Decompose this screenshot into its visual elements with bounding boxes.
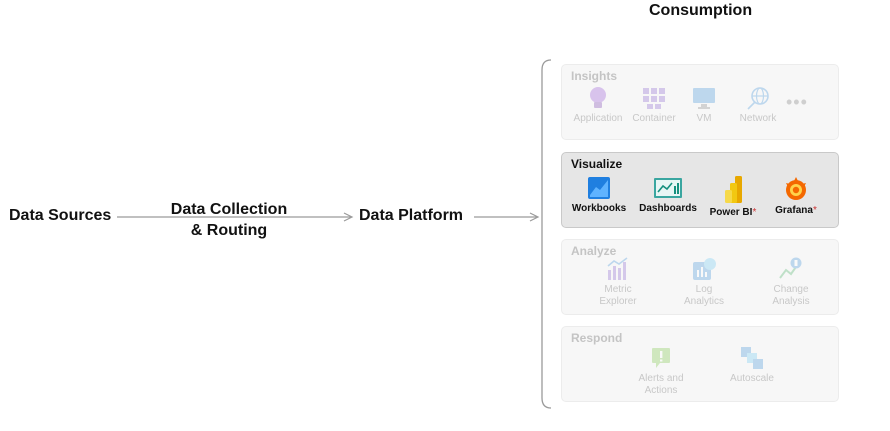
insights-title: Insights: [571, 69, 618, 83]
autoscale-label: Autoscale: [730, 373, 774, 384]
log-analytics-icon: [693, 258, 716, 280]
autoscale-icon: [741, 347, 763, 369]
workbook-icon: [588, 177, 610, 199]
visualize-panel: Visualize Workbooks Dashboards Power BI*: [561, 152, 839, 228]
insights-vm-label: VM: [696, 113, 712, 124]
alerts-actions-line1: Alerts and: [638, 373, 684, 384]
grafana-asterisk: *: [812, 205, 817, 216]
alert-icon: [652, 348, 670, 368]
grafana-label-text: Grafana: [775, 205, 813, 216]
data-collection-line2: & Routing: [190, 222, 268, 239]
visualize-grafana[interactable]: Grafana*: [760, 175, 832, 217]
more-dots-icon[interactable]: •••: [786, 92, 808, 112]
insights-network[interactable]: Network: [722, 85, 794, 125]
grafana-icon: [786, 177, 806, 200]
grafana-label: Grafana*: [760, 205, 832, 217]
visualize-powerbi[interactable]: Power BI*: [697, 175, 769, 219]
monitor-icon: [693, 88, 715, 109]
visualize-dashboards[interactable]: Dashboards: [632, 175, 704, 215]
change-analysis-line2: Analysis: [772, 296, 810, 307]
data-collection-label: Data Collection & Routing: [163, 199, 295, 241]
alerts-actions-line2: Actions: [644, 385, 678, 396]
powerbi-label: Power BI*: [697, 207, 769, 219]
arrow-platform-to-consumption: [474, 212, 540, 222]
powerbi-icon: [725, 176, 742, 203]
dashboard-icon: [654, 178, 682, 198]
metric-explorer-line2: Explorer: [599, 296, 637, 307]
arrow-sources-to-platform: [117, 212, 354, 222]
insights-application[interactable]: Application: [562, 85, 634, 125]
respond-title: Respond: [571, 331, 623, 345]
respond-autoscale[interactable]: Autoscale: [716, 345, 788, 385]
log-analytics-line1: Log: [695, 284, 713, 295]
powerbi-asterisk: *: [752, 207, 757, 218]
container-grid-icon: [643, 88, 665, 109]
insights-network-label: Network: [739, 113, 777, 124]
insights-container[interactable]: Container: [618, 85, 690, 125]
analyze-title: Analyze: [571, 244, 617, 258]
workbooks-label: Workbooks: [571, 203, 627, 214]
data-platform-label: Data Platform: [359, 207, 464, 224]
insights-vm[interactable]: VM: [668, 85, 740, 125]
data-sources-label: Data Sources: [9, 207, 112, 224]
dashboards-label: Dashboards: [639, 203, 697, 214]
visualize-title: Visualize: [571, 157, 623, 171]
globe-network-icon: [747, 87, 769, 110]
change-analysis-icon: [779, 257, 802, 279]
metric-explorer-line1: Metric: [604, 284, 632, 295]
insights-panel: Insights Application Container VM Netwo: [561, 64, 839, 140]
consumption-title: Consumption: [649, 2, 753, 19]
change-analysis-line1: Change: [773, 284, 809, 295]
visualize-workbooks[interactable]: Workbooks: [563, 175, 635, 215]
data-collection-line1: Data Collection: [170, 201, 288, 218]
log-analytics-line2: Analytics: [683, 296, 724, 307]
insights-application-label: Application: [573, 113, 623, 124]
insights-container-label: Container: [632, 113, 676, 124]
lightbulb-icon: [590, 87, 606, 108]
metric-explorer-icon: [607, 257, 628, 280]
powerbi-label-text: Power BI: [709, 207, 753, 218]
consumption-bracket: [541, 59, 552, 409]
